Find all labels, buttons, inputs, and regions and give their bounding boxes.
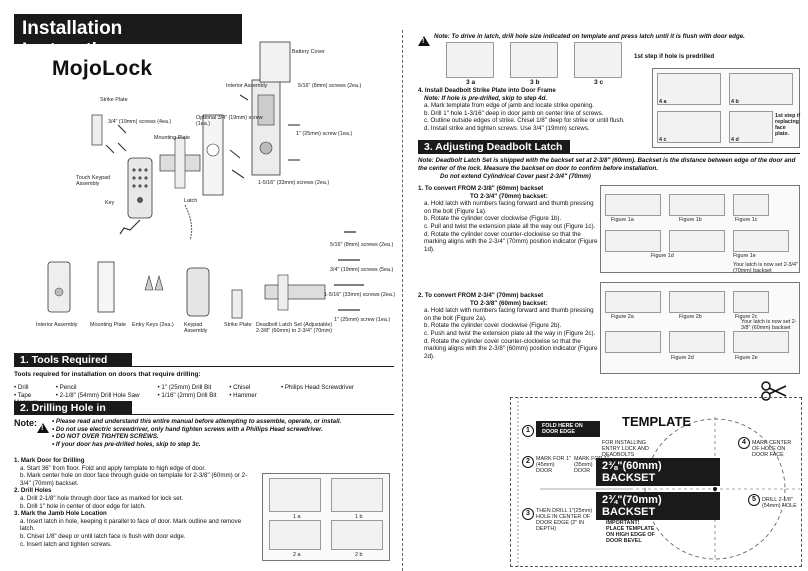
screw-list-2: 3/4" (19mm) screws (5ea.) <box>330 267 394 273</box>
figure-1-panel: Figure 1a Figure 1b Figure 1c Figure 1d … <box>600 185 800 274</box>
page-title: Installation Instructions <box>14 14 242 61</box>
bottom-part-4: Keypad Assembly <box>184 322 208 334</box>
label-mounting-plate: Mounting Plate <box>154 135 190 141</box>
strike-figures: 4 a 4 b 4 c 4 d 1st step if replacing fa… <box>652 68 800 148</box>
fig-4d: 4 d <box>731 137 739 143</box>
warning-icon: ! <box>37 419 49 437</box>
template-num-2: 2 <box>522 456 534 468</box>
template-num-3: 3 <box>522 508 534 520</box>
for-installing: FOR INSTALLING ENTRY LOCK AND DEADBOLTS <box>602 440 649 458</box>
screw-list-4: 1" (25mm) screw (1ea.) <box>334 317 391 323</box>
fig-1d-label: Figure 1d <box>651 253 674 259</box>
section-3-header: 3. Adjusting Deadbolt Latch Set <box>418 140 570 165</box>
conversion-2: 2. To convert FROM 2-3/4" (70mm) backset… <box>418 292 598 360</box>
fig-4b: 4 b <box>731 99 739 105</box>
fig-2d-label: Figure 2d <box>671 355 694 361</box>
fig-1b: 1 b <box>355 514 363 520</box>
label-screws-516: 5/16" (8mm) screws (2ea.) <box>298 83 362 89</box>
fig-3b-img <box>510 42 558 78</box>
scissors-icon <box>761 381 787 401</box>
fig-2c-label: Figure 2c <box>735 314 758 320</box>
drilling-figures: 1 a 1 b 2 a 2 b <box>262 473 390 561</box>
drill-hole: DRILL 2-1/8"(54mm) HOLE <box>762 497 797 509</box>
fig-4a: 4 a <box>659 99 667 105</box>
label-key: Key <box>105 200 115 206</box>
note-label: Note: <box>14 418 37 428</box>
page-divider <box>402 30 403 571</box>
fig-2-result: Your latch is now set 2-3/8" (60mm) back… <box>741 319 797 331</box>
fig-3b: 3 b <box>530 79 540 86</box>
fig-1a-label: Figure 1a <box>611 217 634 223</box>
tools-intro: Tools required for installation on doors… <box>14 371 201 378</box>
fig-2a-label: Figure 2a <box>611 314 634 320</box>
replacing-note: 1st step if replacing face plate. <box>775 113 801 137</box>
template-drawing <box>517 397 800 567</box>
predrilled-note: 1st step if hole is predrilled <box>634 53 715 60</box>
then-drill: THEN DRILL 1"(25mm) HOLE IN CENTER OF DO… <box>536 508 593 532</box>
label-touch-keypad: Touch Keypad Assembly <box>76 175 111 187</box>
section-1-header: 1. Tools Required <box>14 353 132 367</box>
fig-2e-label: Figure 2e <box>735 355 758 361</box>
template-panel <box>510 397 802 567</box>
step-4: 4. Install Deadbolt Strike Plate into Do… <box>418 87 625 132</box>
template-num-1: 1 <box>522 425 534 437</box>
label-latch: Latch <box>184 198 198 204</box>
template-num-4: 4 <box>738 437 750 449</box>
bottom-part-6: Deadbolt Latch Set (Adjustable) 2-3/8" (… <box>256 322 333 334</box>
fig-2b-label: Figure 2b <box>679 314 702 320</box>
fig-1b-label: Figure 1b <box>679 217 702 223</box>
template-num-5: 5 <box>748 494 760 506</box>
parts-diagram <box>47 41 364 319</box>
section-2-header: 2. Drilling Hole in Door <box>14 401 132 426</box>
backset-note-2: Do not extend Cylindrical Cover past 2-3… <box>440 173 591 180</box>
latch-note: Note: To drive in latch, drill hole size… <box>434 33 745 40</box>
bottom-part-3: Entry Keys (2ea.) <box>132 322 174 328</box>
label-interior-assembly: Interior Assembly <box>226 83 268 89</box>
warning-icon-2: ! <box>418 32 430 50</box>
screw-list-3: 1-5/16" (33mm) screws (2ea.) <box>324 292 396 298</box>
section-2-notes: Please read and understand this entire m… <box>52 418 392 448</box>
section-2-steps: 1. Mark Door for Drilling a. Start 36" f… <box>14 457 248 548</box>
screw-list-1: 5/16" (8mm) screws (2ea.) <box>330 242 394 248</box>
mark-center: MARK CENTER OF HOLE ON DOOR FACE <box>752 440 792 458</box>
conversion-1: 1. To convert FROM 2-3/8" (60mm) backset… <box>418 185 598 253</box>
label-battery-cover: Battery Cover <box>292 49 325 55</box>
fold-label: FOLD HERE ON DOOR EDGE <box>536 421 600 437</box>
template-title: TEMPLATE <box>622 414 692 429</box>
fig-3c: 3 c <box>594 79 604 86</box>
backset-70: 2¾"(70mm) BACKSET <box>596 492 720 520</box>
fig-1c-label: Figure 1c <box>735 217 758 223</box>
fig-1-result: Your latch is now set 2-3/4" (70mm) back… <box>733 262 798 274</box>
label-screws-1516: 1-5/16" (33mm) screws (2ea.) <box>258 180 330 186</box>
label-optional-screw: Optional 3/4" (19mm) screw (1ea.) <box>196 115 263 127</box>
label-strike-plate: Strike Plate <box>100 97 128 103</box>
brand-logo: MojoLock <box>52 57 153 80</box>
bottom-part-1: Interior Assembly <box>36 322 78 328</box>
mark-35: MARK FOR 1"(35mm) DOOR <box>574 456 609 474</box>
fig-1a: 1 a <box>293 514 301 520</box>
important-note: IMPORTANT! PLACE TEMPLATE ON HIGH EDGE O… <box>606 520 655 544</box>
figure-2-panel: Figure 2a Figure 2b Figure 2c Figure 2d … <box>600 282 800 374</box>
fig-4c: 4 c <box>659 137 667 143</box>
mark-45: MARK FOR 1"(45mm) DOOR <box>536 456 571 474</box>
backset-note: Note: Deadbolt Latch Set is shipped with… <box>418 157 796 172</box>
backset-60: 2⅜"(60mm) BACKSET <box>596 458 720 486</box>
fig-3c-img <box>574 42 622 78</box>
bottom-part-5: Strike Plate <box>224 322 252 328</box>
bottom-part-2: Mounting Plate <box>90 322 126 328</box>
fig-3a-img <box>446 42 494 78</box>
fig-2b: 2 b <box>355 552 363 558</box>
fig-2a: 2 a <box>293 552 301 558</box>
label-screws-1in: 1" (25mm) screw (1ea.) <box>296 131 353 137</box>
fig-1e-label: Figure 1e <box>733 253 756 259</box>
label-screws-34: 3/4" (19mm) screws (4ea.) <box>108 119 172 125</box>
fig-3a: 3 a <box>466 79 476 86</box>
